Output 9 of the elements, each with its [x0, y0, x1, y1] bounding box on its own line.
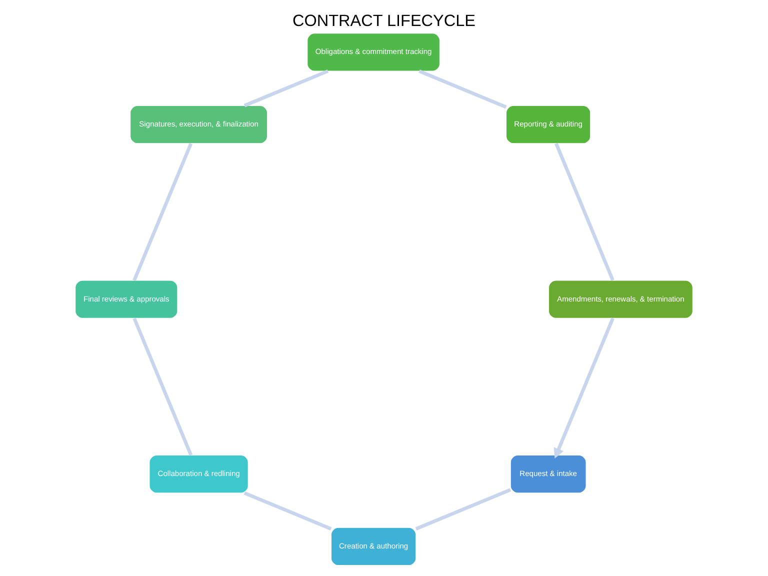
connector	[244, 69, 329, 108]
arrow	[554, 318, 614, 458]
connector	[554, 142, 614, 281]
connector	[415, 488, 512, 530]
diagram-title: CONTRACT LIFECYCLE	[292, 12, 476, 30]
connector	[132, 318, 193, 456]
connector	[132, 142, 193, 282]
connector	[244, 491, 332, 530]
connector	[418, 69, 507, 109]
